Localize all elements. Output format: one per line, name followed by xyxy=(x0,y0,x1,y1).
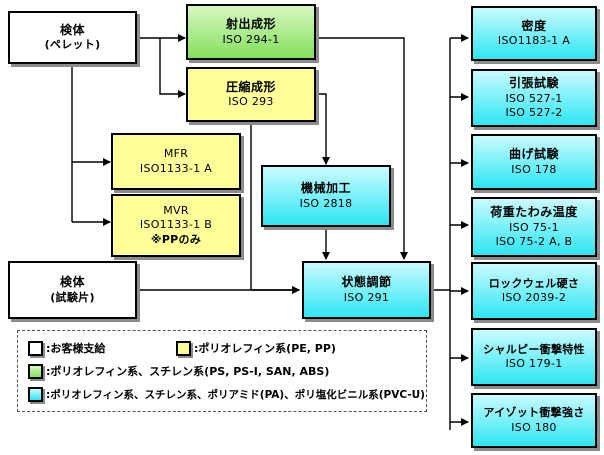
legend-label-polyolefin: :ポリオレフィン系(PE, PP) xyxy=(194,342,336,355)
node-specimen-pellet-sub: (ペレット) xyxy=(44,38,101,52)
node-flexural-std: ISO 178 xyxy=(511,162,557,176)
node-injection-molding-std: ISO 294-1 xyxy=(222,32,280,46)
node-specimen-test-piece: 検体 (試験片) xyxy=(8,261,137,319)
node-specimen-test-piece-title: 検体 xyxy=(59,275,85,290)
node-density-title: 密度 xyxy=(521,18,547,33)
node-density-std: ISO1183-1 A xyxy=(497,34,571,48)
node-hdt: 荷重たわみ温度 ISO 75-1 ISO 75-2 A, B xyxy=(471,197,597,257)
node-tensile: 引張試験 ISO 527-1 ISO 527-2 xyxy=(471,69,597,127)
node-density: 密度 ISO1183-1 A xyxy=(471,6,597,61)
node-specimen-pellet-title: 検体 xyxy=(59,22,85,37)
legend-swatch-cyan xyxy=(28,387,43,402)
legend-label-polyolefin-styrene-pa-pvc: :ポリオレフィン系、スチレン系、ポリアミド(PA)、ポリ塩化ビニル系(PVC-U… xyxy=(46,389,425,401)
node-mvr-title: MVR xyxy=(163,204,189,218)
node-tensile-std-2: ISO 527-2 xyxy=(505,105,563,119)
node-mvr-std: ISO1133-1 B xyxy=(139,218,213,232)
node-specimen-pellet: 検体 (ペレット) xyxy=(8,11,137,64)
node-injection-molding: 射出成形 ISO 294-1 xyxy=(186,4,316,60)
node-flexural: 曲げ試験 ISO 178 xyxy=(471,134,597,190)
node-conditioning-std: ISO 291 xyxy=(343,290,390,304)
node-conditioning: 状態調節 ISO 291 xyxy=(302,261,431,319)
node-conditioning-title: 状態調節 xyxy=(341,275,392,290)
node-compression-molding-std: ISO 293 xyxy=(228,95,274,109)
node-charpy-std: ISO 179-1 xyxy=(505,357,563,370)
node-specimen-test-piece-sub: (試験片) xyxy=(50,290,95,304)
node-hdt-std-2: ISO 75-2 A, B xyxy=(495,234,573,248)
node-tensile-title: 引張試験 xyxy=(508,75,559,90)
node-rockwell-title: ロックウェル硬さ xyxy=(488,276,580,290)
node-hdt-title: 荷重たわみ温度 xyxy=(490,204,578,219)
legend: :お客様支給 :ポリオレフィン系(PE, PP) :ポリオレフィン系、スチレン系… xyxy=(17,330,427,412)
node-charpy: シャルピー衝撃特性 ISO 179-1 xyxy=(471,328,597,386)
legend-swatch-yellow xyxy=(176,340,191,356)
node-machining-title: 機械加工 xyxy=(300,181,351,196)
arrow-pellet-to-compression xyxy=(159,38,186,98)
node-machining-std: ISO 2818 xyxy=(299,196,353,210)
legend-label-polyolefin-styrene: :ポリオレフィン系、スチレン系(PS, PS-I, SAN, ABS) xyxy=(46,365,330,378)
node-injection-molding-title: 射出成形 xyxy=(225,17,276,32)
legend-swatch-green xyxy=(28,363,43,379)
node-izod-std: ISO 180 xyxy=(511,420,557,434)
node-rockwell-std: ISO 2039-2 xyxy=(501,291,567,304)
legend-item-customer: :お客様支給 xyxy=(28,340,105,356)
node-mvr: MVR ISO1133-1 B ※PPのみ xyxy=(111,194,241,257)
legend-item-polyolefin-styrene: :ポリオレフィン系、スチレン系(PS, PS-I, SAN, ABS) xyxy=(28,363,329,379)
legend-swatch-white xyxy=(28,340,43,356)
node-mfr: MFR ISO1133-1 A xyxy=(111,133,241,190)
node-flexural-title: 曲げ試験 xyxy=(508,147,559,162)
node-tensile-std-1: ISO 527-1 xyxy=(505,91,563,105)
legend-label-customer: :お客様支給 xyxy=(46,342,106,355)
node-machining: 機械加工 ISO 2818 xyxy=(261,165,391,227)
legend-item-polyolefin-styrene-pa-pvc: :ポリオレフィン系、スチレン系、ポリアミド(PA)、ポリ塩化ビニル系(PVC-U… xyxy=(28,387,425,402)
node-charpy-title: シャルピー衝撃特性 xyxy=(483,342,585,356)
node-izod-title: アイゾット衝撃強さ xyxy=(483,406,585,420)
node-mfr-std: ISO1133-1 A xyxy=(139,161,213,175)
node-hdt-std-1: ISO 75-1 xyxy=(509,220,559,234)
node-compression-molding: 圧縮成形 ISO 293 xyxy=(186,67,316,122)
node-compression-molding-title: 圧縮成形 xyxy=(225,79,276,94)
node-mvr-note: ※PPのみ xyxy=(150,232,202,246)
node-mfr-title: MFR xyxy=(163,147,189,161)
node-rockwell: ロックウェル硬さ ISO 2039-2 xyxy=(471,262,597,320)
legend-item-polyolefin: :ポリオレフィン系(PE, PP) xyxy=(176,340,336,356)
node-izod: アイゾット衝撃強さ ISO 180 xyxy=(471,393,597,448)
arrow-injection-to-conditioning xyxy=(316,37,408,260)
arrow-compression-to-machining xyxy=(316,93,330,165)
